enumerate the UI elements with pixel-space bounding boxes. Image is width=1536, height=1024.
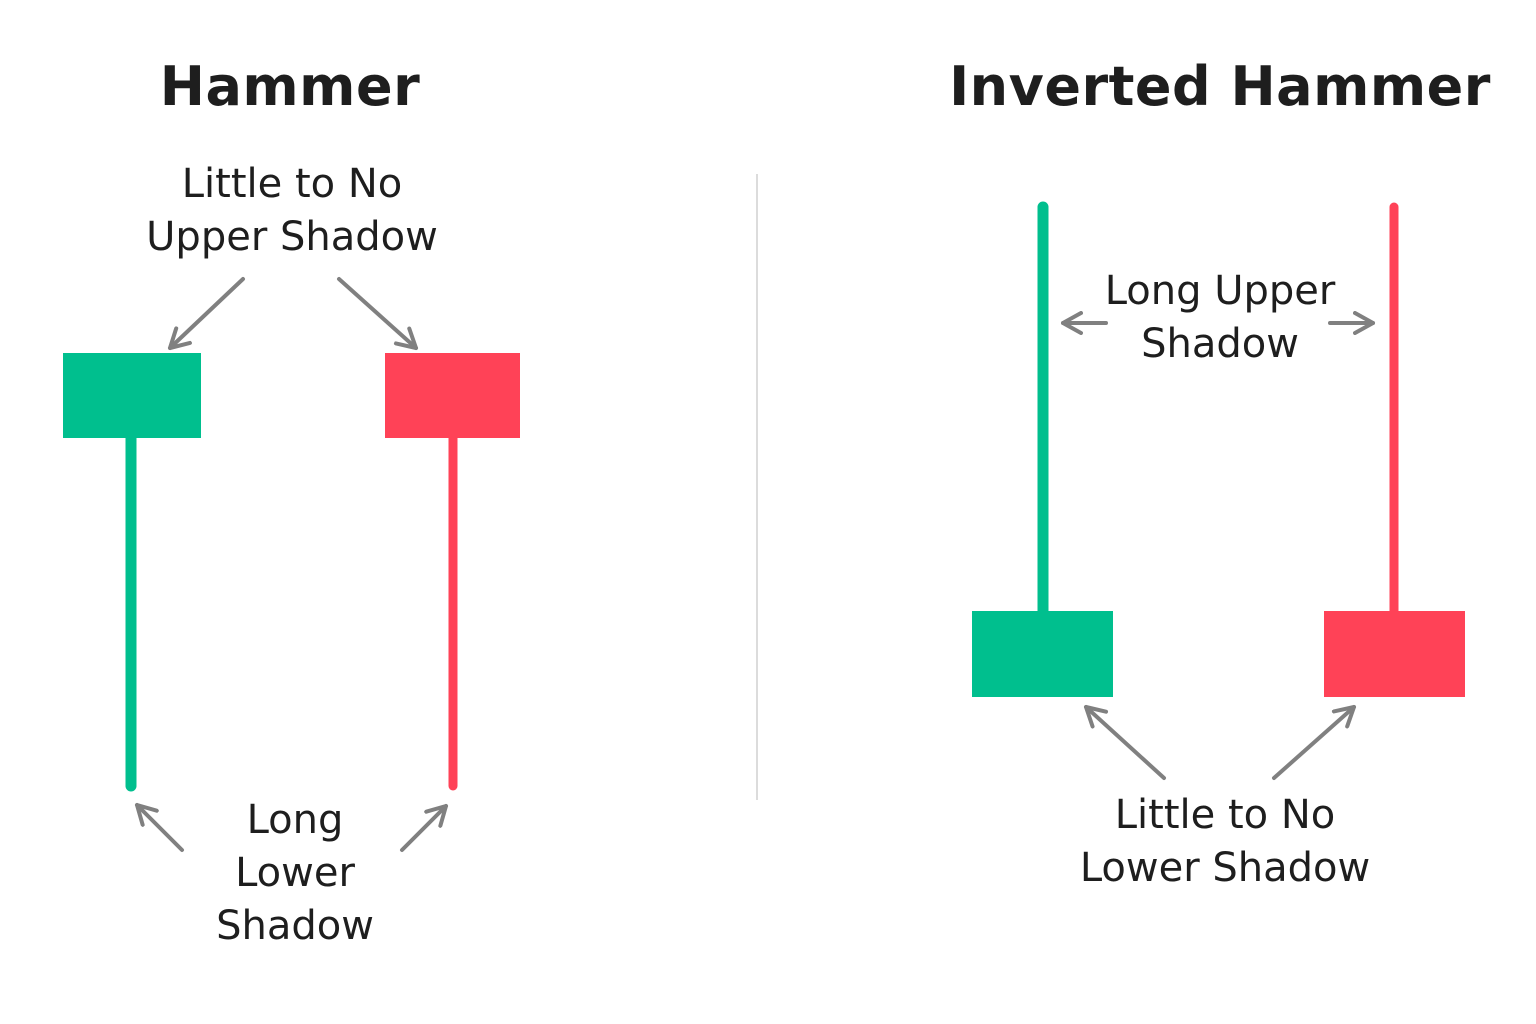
arrow-icon <box>1084 705 1166 780</box>
label-line: Long Upper <box>1104 268 1336 314</box>
long-lower-shadow-label: Long Lower Shadow <box>190 794 400 953</box>
little-lower-shadow-label: Little to No Lower Shadow <box>1060 789 1390 895</box>
arrow-icon <box>168 277 245 350</box>
hammer-red-body <box>385 353 520 438</box>
long-upper-shadow-label: Long Upper Shadow <box>1090 265 1350 371</box>
inverted-red-body <box>1324 611 1465 697</box>
label-line: Lower Shadow <box>1079 845 1371 891</box>
inverted-hammer-title: Inverted Hammer <box>949 55 1491 118</box>
label-line: Little to No <box>181 161 403 207</box>
label-line: Upper Shadow <box>146 214 438 260</box>
label-line: Long <box>246 797 344 843</box>
hammer-title: Hammer <box>159 55 421 118</box>
hammer-green-body <box>63 353 201 438</box>
little-upper-shadow-label: Little to No Upper Shadow <box>120 158 464 264</box>
label-line: Shadow <box>1141 321 1299 367</box>
label-line: Lower <box>235 850 355 896</box>
arrow-icon <box>1272 705 1356 780</box>
inverted-green-body <box>972 611 1113 697</box>
arrow-icon <box>337 277 418 350</box>
label-line: Little to No <box>1114 792 1336 838</box>
arrow-icon <box>400 804 448 852</box>
arrow-icon <box>135 803 184 852</box>
label-line: Shadow <box>216 903 374 949</box>
